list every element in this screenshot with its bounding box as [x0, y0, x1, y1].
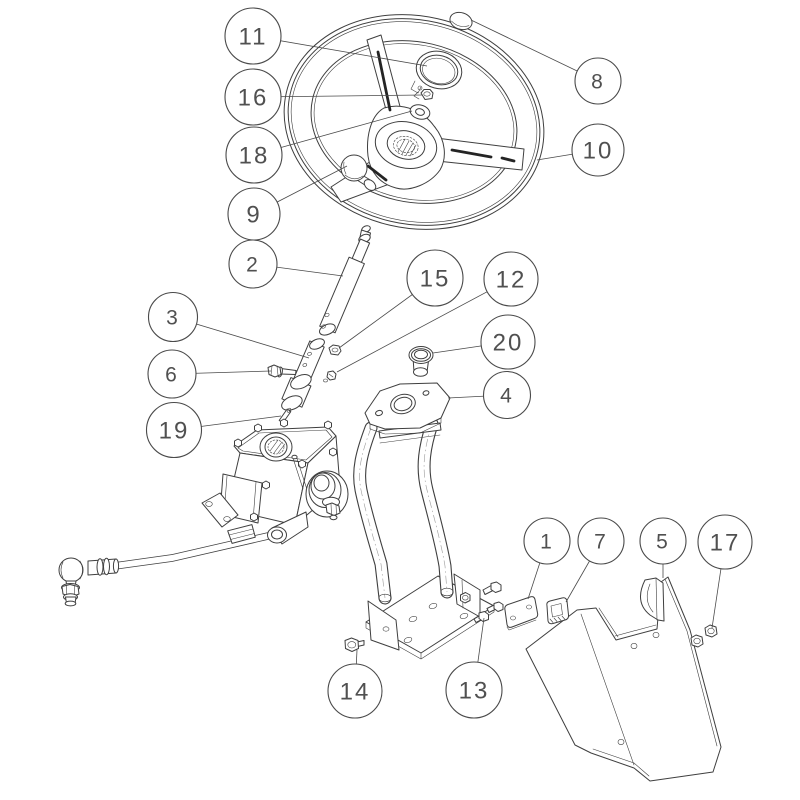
- svg-text:4: 4: [500, 385, 514, 408]
- svg-text:13: 13: [459, 678, 490, 705]
- hex-bolt-6: [267, 364, 297, 378]
- callout-13: 13: [445, 661, 503, 719]
- callout-10: 10: [571, 123, 625, 177]
- steering-wheel: [283, 14, 545, 230]
- callout-9: 9: [227, 187, 281, 241]
- callout-14: 14: [327, 663, 383, 719]
- svg-text:5: 5: [656, 531, 670, 554]
- bolt-13: [473, 611, 489, 623]
- svg-text:8: 8: [591, 71, 605, 94]
- cap-plug: [449, 11, 473, 31]
- svg-text:1: 1: [540, 531, 554, 554]
- svg-text:12: 12: [496, 267, 527, 294]
- steering-gearbox: [201, 418, 349, 545]
- svg-text:11: 11: [239, 24, 268, 51]
- callout-11: 11: [224, 7, 282, 65]
- svg-text:9: 9: [246, 202, 261, 229]
- callout-15: 15: [406, 249, 464, 307]
- horn-cap-clip: [410, 80, 423, 94]
- svg-text:10: 10: [583, 138, 614, 165]
- svg-text:2: 2: [246, 254, 260, 277]
- ball-joint: [58, 557, 120, 607]
- base-bolts: [460, 581, 504, 623]
- svg-text:3: 3: [166, 307, 180, 330]
- bushing: [408, 346, 434, 377]
- callout-7: 7: [577, 517, 625, 565]
- cover-tab: [639, 577, 665, 622]
- drag-link: [58, 524, 287, 607]
- clamp-plate: [504, 596, 539, 631]
- side-cover: [525, 576, 722, 782]
- gearbox-flange: [201, 492, 239, 528]
- svg-text:16: 16: [238, 85, 269, 112]
- callout-20: 20: [480, 314, 536, 370]
- callout-19: 19: [145, 401, 203, 459]
- svg-text:15: 15: [420, 266, 451, 293]
- hub-spline-hatch: [397, 138, 417, 157]
- spinner-knob: [340, 154, 377, 191]
- callout-17: 17: [697, 514, 753, 570]
- callout-3: 3: [147, 291, 199, 343]
- lock-nut: [328, 344, 342, 356]
- callout-16: 16: [224, 68, 282, 126]
- set-screw: [323, 370, 337, 383]
- clip: [546, 597, 570, 625]
- callout-18: 18: [225, 126, 283, 184]
- callout-8: 8: [574, 57, 622, 105]
- callout-2: 2: [228, 239, 278, 289]
- horn-cap: [415, 50, 463, 90]
- svg-text:20: 20: [493, 330, 524, 357]
- callout-6: 6: [147, 349, 197, 399]
- spoke-upper: [366, 34, 403, 118]
- callouts: 11 16 18 9 8 10 2 15 12 3 6: [145, 7, 753, 719]
- callout-4: 4: [482, 370, 532, 420]
- steering-shaft-lower: [281, 338, 325, 411]
- gusset-left: [367, 600, 400, 651]
- svg-text:17: 17: [710, 530, 741, 557]
- gearbox-bolts: [234, 418, 337, 522]
- callout-5: 5: [639, 517, 687, 565]
- steering-shaft-upper: [319, 225, 371, 336]
- hex-nuts-17: [690, 624, 718, 648]
- hub-housing: [367, 105, 445, 190]
- svg-text:7: 7: [594, 531, 608, 554]
- svg-text:19: 19: [159, 418, 190, 445]
- hub-washer: [409, 104, 431, 120]
- callout-1: 1: [523, 517, 571, 565]
- hub-nut: [413, 89, 434, 100]
- svg-text:18: 18: [239, 143, 270, 170]
- callout-12: 12: [483, 251, 539, 307]
- support-bracket: [353, 382, 495, 660]
- svg-text:6: 6: [165, 364, 179, 387]
- flange-bolt-14: [344, 637, 365, 652]
- svg-text:14: 14: [340, 679, 371, 706]
